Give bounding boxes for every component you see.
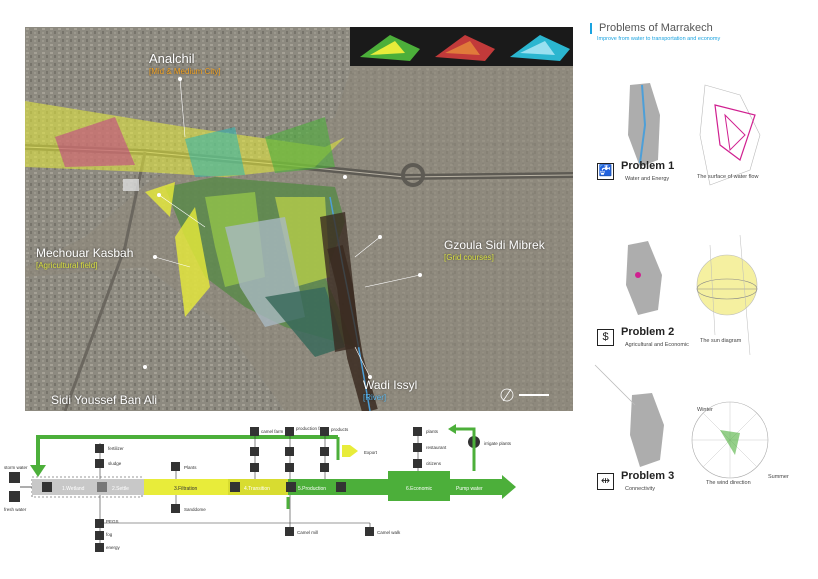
plants-icon (171, 462, 180, 471)
sludge-icon (95, 459, 104, 468)
sludge-label: sludge (108, 461, 122, 466)
production-farm-label: production farm (296, 426, 328, 431)
production-step1-icon (285, 447, 294, 456)
camel-farm-label: camel farm (261, 429, 284, 434)
place-sub: [Grid courses] (444, 253, 494, 262)
sanddome-icon (171, 504, 180, 513)
sanddome-label: Sanddome (184, 507, 206, 512)
transition-step1-icon (250, 447, 259, 456)
products-step1-icon (320, 447, 329, 456)
export-label: Export (364, 450, 378, 455)
place-mechouar: Mechouar Kasbah [Agricultural field] (36, 246, 133, 270)
problem-subtitle: Agricultural and Economic (625, 342, 689, 348)
dollar-icon: $ (597, 329, 614, 346)
problem-1-caption: The surface of water flow (697, 174, 759, 180)
problem-sketches (594, 83, 769, 479)
stage-production: 5.Production (298, 486, 326, 492)
place-name: Wadi Issyl (363, 378, 418, 392)
irrigate-label: irrigate plants (484, 441, 512, 446)
fertilizer-label: fertilizer (108, 446, 124, 451)
camel-walk-icon (365, 527, 374, 536)
panel-subtitle: Improve from water to transportation and… (597, 36, 721, 42)
fertilizer-icon (95, 444, 104, 453)
energy-label: energy (106, 545, 121, 550)
products-step2-icon (320, 463, 329, 472)
wind-summer-label: Summer (768, 474, 789, 480)
place-sub: [Mid & Medium City] (149, 67, 221, 76)
problem-subtitle: Water and Energy (625, 176, 670, 182)
panel-title: Problems of Marrakech (590, 23, 713, 34)
camel-mill-label: Camel mill (297, 530, 318, 535)
water-flow-diagram: storm water fresh water 1.Wetland 2.Sett… (4, 424, 516, 552)
fresh-water-label: fresh water (4, 507, 27, 512)
stage-pump: Pump water (456, 486, 483, 492)
storm-water-label: storm water (4, 465, 28, 470)
place-analchil: Analchil [Mid & Medium City] (149, 51, 221, 76)
economic-plants-label: plants (426, 429, 439, 434)
problem-3-caption: The wind direction (706, 480, 751, 486)
place-name: Gzoula Sidi Mibrek (444, 238, 545, 252)
economic-plants-icon (413, 427, 422, 436)
transition-step2-icon (250, 463, 259, 472)
place-name: Analchil (149, 51, 195, 66)
faucet-icon: 🚰 (597, 163, 614, 180)
place-sub: [River] (363, 393, 387, 402)
restaurant-label: restaurant (426, 445, 447, 450)
production-step2-icon (285, 463, 294, 472)
stage-transition: 4.Transition (244, 486, 270, 492)
pegs-icon (95, 519, 104, 528)
problem-title: Problem 2 (621, 326, 675, 338)
transition-icon (230, 482, 240, 492)
production-icon (286, 482, 296, 492)
problem-subtitle: Connectivity (625, 486, 655, 492)
wetland-icon (42, 482, 52, 492)
products-label: products (331, 427, 349, 432)
camel-farm-icon (250, 427, 259, 436)
restaurant-icon (413, 443, 422, 452)
return-loop (36, 435, 338, 470)
stage-settle: 2.Settle (112, 486, 129, 492)
production-truck-icon (336, 482, 346, 492)
place-gzoula: Gzoula Sidi Mibrek [Grid courses] (444, 238, 545, 262)
fog-label: fog (106, 532, 113, 537)
site-map-drawing (25, 27, 573, 411)
inset-diagrams (350, 27, 573, 66)
site-map (25, 27, 573, 411)
stage-filtration: 3.Filtration (174, 486, 198, 492)
production-farm-icon (285, 427, 294, 436)
energy-icon (95, 543, 104, 552)
connect-arrows-icon: ⇹ (597, 473, 614, 490)
filtration-plants-label: Plants (184, 465, 197, 470)
problem-title: Problem 1 (621, 160, 675, 172)
place-sidi-youssef: Sidi Youssef Ban Ali (51, 393, 157, 407)
storm-water-icon (9, 472, 20, 483)
return-arrow-icon (30, 465, 46, 477)
place-name: Sidi Youssef Ban Ali (51, 393, 158, 407)
settle-icon (97, 482, 107, 492)
citizens-label: citizens (426, 461, 442, 466)
citizens-icon (413, 459, 422, 468)
stage-economic: 6.Economic (406, 486, 433, 492)
pegs-label: PEGS (106, 519, 119, 524)
fresh-water-icon (9, 491, 20, 502)
wind-winter-label: Winter (697, 407, 713, 413)
problem-title: Problem 3 (621, 470, 675, 482)
place-name: Mechouar Kasbah (36, 246, 134, 260)
camel-walk-label: Camel walk (377, 530, 401, 535)
stage-wetland: 1.Wetland (62, 486, 85, 492)
inset-drawing (360, 35, 570, 61)
problem-2-caption: The sun diagram (700, 338, 742, 344)
camel-mill-icon (285, 527, 294, 536)
fog-icon (95, 531, 104, 540)
products-icon (320, 427, 329, 436)
place-sub: [Agricultural field] (36, 261, 98, 270)
place-wadi-issyl: Wadi Issyl [River] (363, 378, 417, 402)
